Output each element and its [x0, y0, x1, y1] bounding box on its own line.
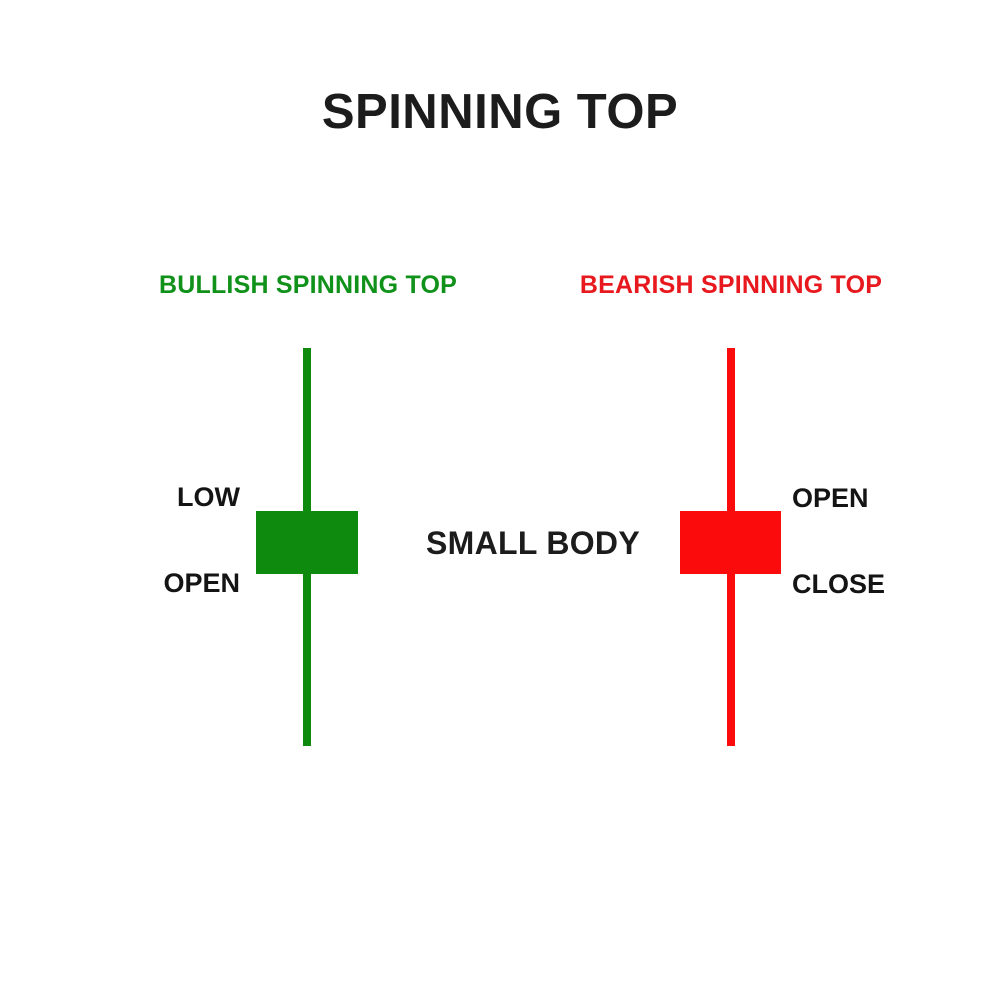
bearish-candlestick [680, 348, 781, 746]
bearish-candle-body [680, 511, 781, 574]
bearish-label-close: CLOSE [792, 569, 886, 599]
bullish-candle-body [256, 511, 358, 574]
small-body-annotation: SMALL BODY [426, 525, 640, 561]
bullish-label-low: LOW [177, 482, 240, 512]
bullish-panel-subtitle: BULLISH SPINNING TOP [158, 271, 457, 299]
bearish-panel-subtitle: BEARISH SPINNING TOP [579, 271, 883, 299]
bullish-candlestick [256, 348, 358, 746]
bullish-label-open: OPEN [163, 568, 240, 598]
bearish-label-open: OPEN [792, 483, 869, 513]
page-title: SPINNING TOP [321, 85, 679, 139]
